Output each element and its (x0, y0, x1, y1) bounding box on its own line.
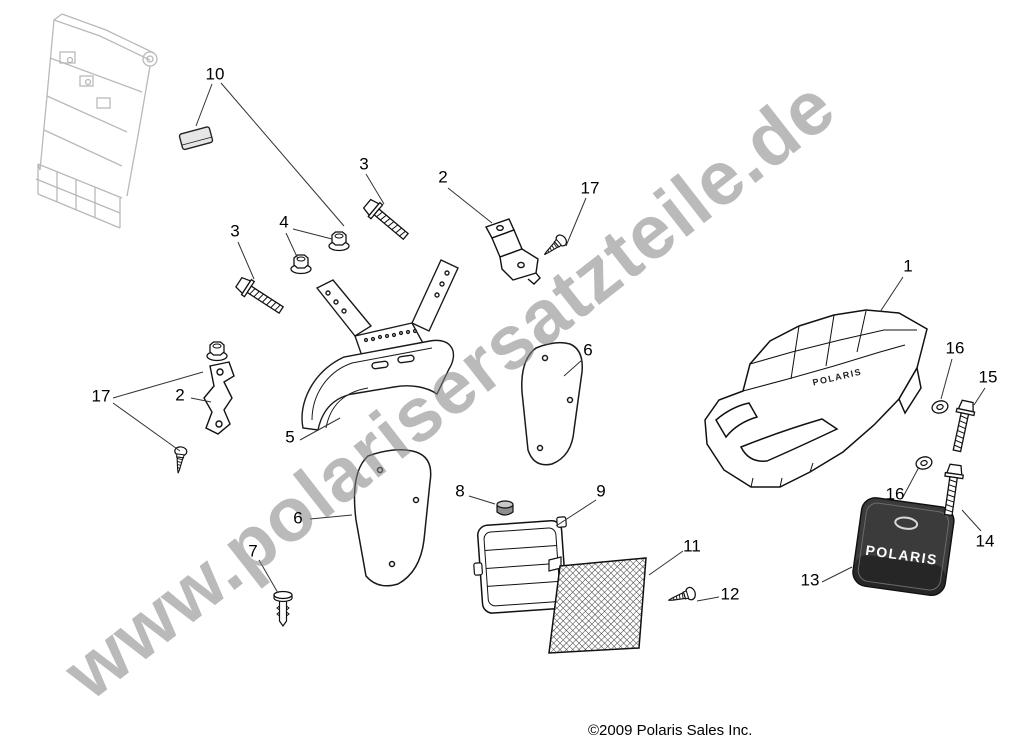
callout-3b: 3 (230, 221, 240, 241)
hex-bolt-15 (947, 398, 978, 454)
callout-14: 14 (975, 531, 995, 551)
callout-6a: 6 (583, 340, 593, 360)
callout-16a: 16 (945, 338, 965, 358)
mesh-screen (548, 556, 647, 654)
flange-nut-b (328, 231, 350, 252)
callout-3a: 3 (359, 154, 369, 174)
grille-badge: POLARIS (852, 497, 955, 597)
callout-6b: 6 (293, 508, 303, 528)
washer-lower (914, 454, 934, 472)
callout-2a: 2 (438, 167, 448, 187)
callout-1: 1 (903, 256, 913, 276)
callout-2b: 2 (175, 385, 185, 405)
leader-lines (112, 82, 986, 602)
callout-15: 15 (978, 367, 998, 387)
washer-upper (930, 398, 950, 416)
chassis-frame-art (35, 13, 158, 229)
callout-17a: 17 (580, 178, 600, 198)
mount-bracket-lower (203, 361, 235, 435)
callout-13: 13 (800, 570, 820, 590)
push-rivet (273, 590, 293, 628)
callout-12: 12 (720, 584, 740, 604)
side-panel-right (521, 341, 583, 466)
callout-9: 9 (596, 481, 606, 501)
front-bumper-fascia: POLARIS (704, 309, 928, 488)
mount-bracket-upper (484, 218, 541, 285)
lower-grille-panel (473, 516, 568, 614)
hex-bolt-left (233, 274, 287, 318)
callout-16b: 16 (885, 484, 905, 504)
trim-plug (496, 500, 514, 516)
flange-nut-a (290, 254, 312, 275)
callout-7: 7 (248, 541, 258, 561)
callout-8: 8 (455, 481, 465, 501)
flange-nut-bracket (206, 341, 228, 362)
hex-bolt-upper (360, 196, 413, 244)
badge-logo-oval (894, 516, 919, 530)
callout-4: 4 (279, 212, 289, 232)
callout-11: 11 (683, 536, 701, 556)
callout-17b: 17 (91, 386, 111, 406)
bumper-mount-frame (301, 259, 459, 431)
copyright-text: ©2009 Polaris Sales Inc. (588, 722, 753, 739)
rubber-pad (178, 126, 214, 151)
screw-12 (665, 585, 698, 608)
screw-17-upper (539, 232, 570, 260)
callout-5: 5 (285, 427, 295, 447)
side-panel-left (353, 449, 432, 587)
callout-10: 10 (205, 64, 225, 84)
